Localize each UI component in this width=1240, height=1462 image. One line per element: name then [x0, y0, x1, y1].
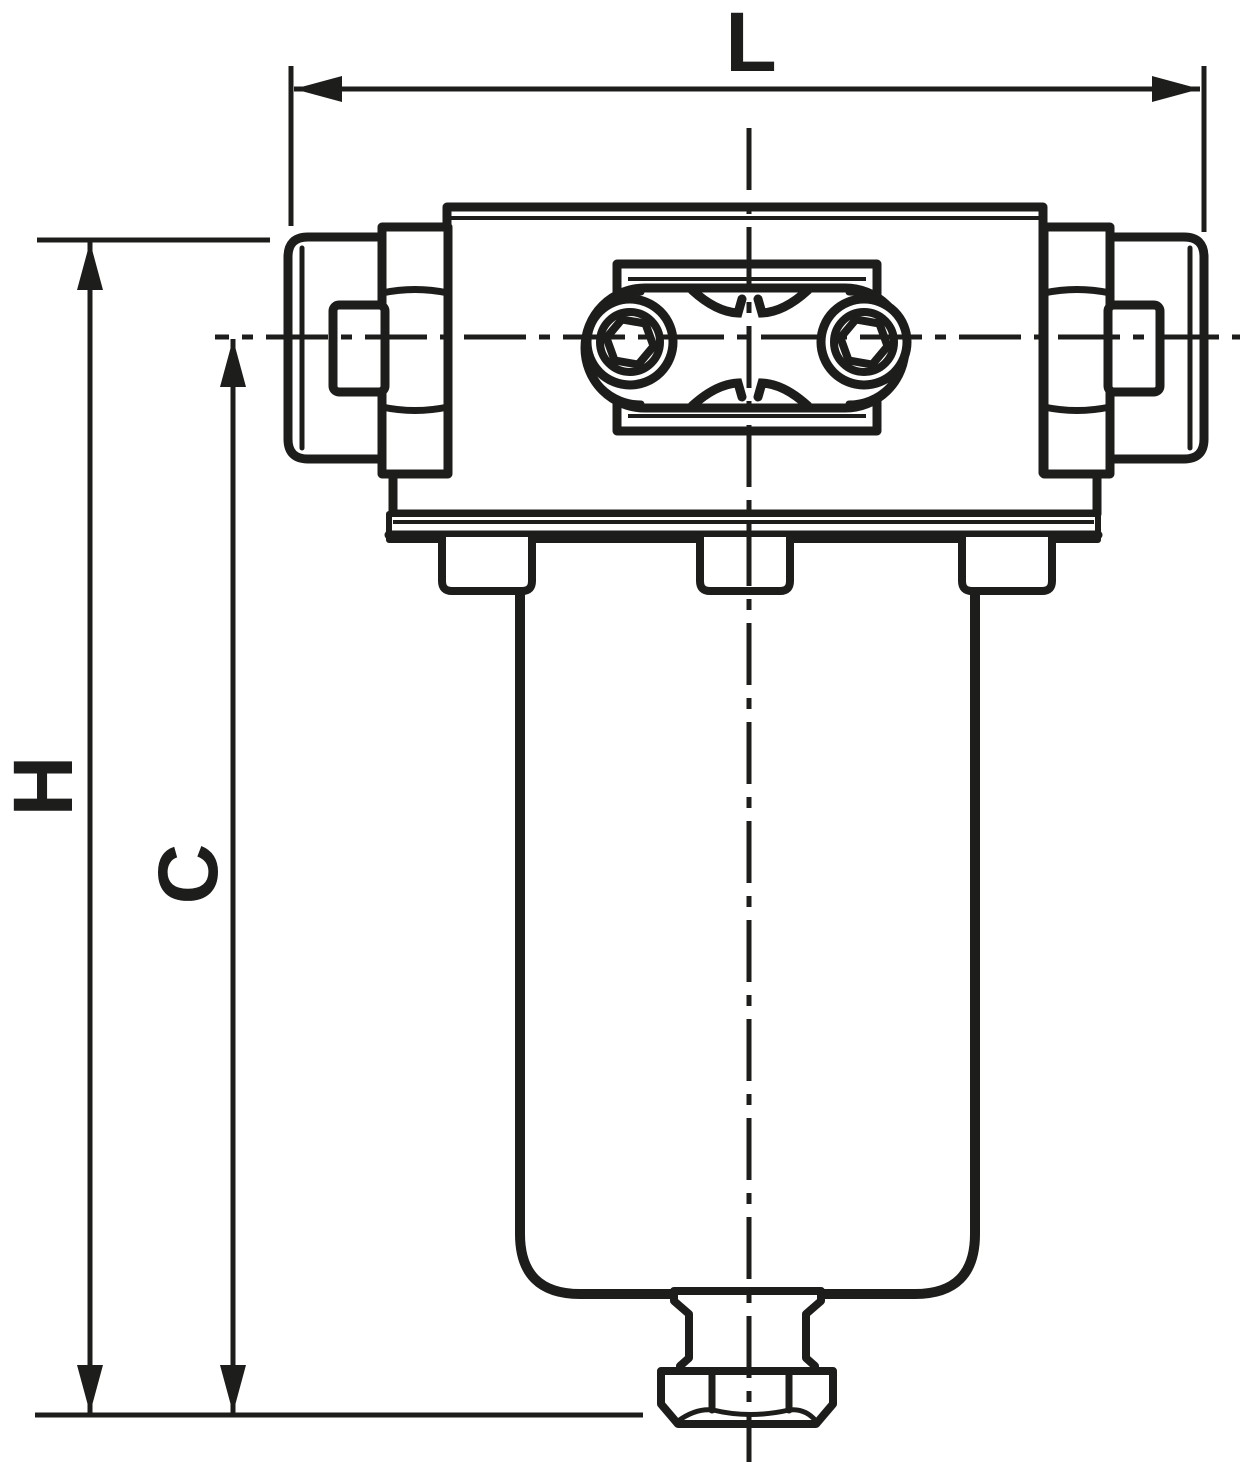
port-left-nut	[377, 222, 453, 479]
head-flange	[384, 511, 1103, 543]
arrowhead-up	[77, 242, 103, 290]
arrowhead-up	[220, 339, 246, 387]
socket-screw-right	[816, 294, 912, 390]
dimension-length: L	[288, 0, 1207, 232]
dimension-overall-height: H	[0, 237, 643, 1418]
dimension-l-label: L	[725, 0, 776, 89]
dimension-c-label: C	[141, 844, 235, 905]
arrowhead-down	[220, 1365, 246, 1413]
clamp-cutout-bottom	[687, 378, 813, 411]
dimension-bowl-height: C	[141, 339, 246, 1413]
bowl-retainer-tabs	[438, 533, 1056, 595]
hex-socket-right	[836, 315, 892, 369]
dimension-h-label: H	[0, 756, 90, 817]
arrowhead-right	[1152, 76, 1200, 102]
port-right	[1039, 222, 1209, 479]
clamp-assembly	[580, 259, 912, 436]
tab-center	[696, 533, 794, 595]
arrowhead-left	[294, 76, 342, 102]
clamp-cutout-top	[687, 285, 813, 318]
socket-screw-left	[582, 294, 678, 390]
port-left	[283, 222, 453, 479]
hex-socket-left	[602, 315, 658, 369]
port-right-nut	[1039, 222, 1115, 479]
arrowhead-down	[77, 1365, 103, 1413]
port-left-opening	[328, 300, 390, 397]
port-right-opening	[1103, 300, 1165, 397]
filter-device	[283, 202, 1209, 1428]
tab-right	[958, 533, 1056, 595]
tab-left	[438, 533, 536, 595]
